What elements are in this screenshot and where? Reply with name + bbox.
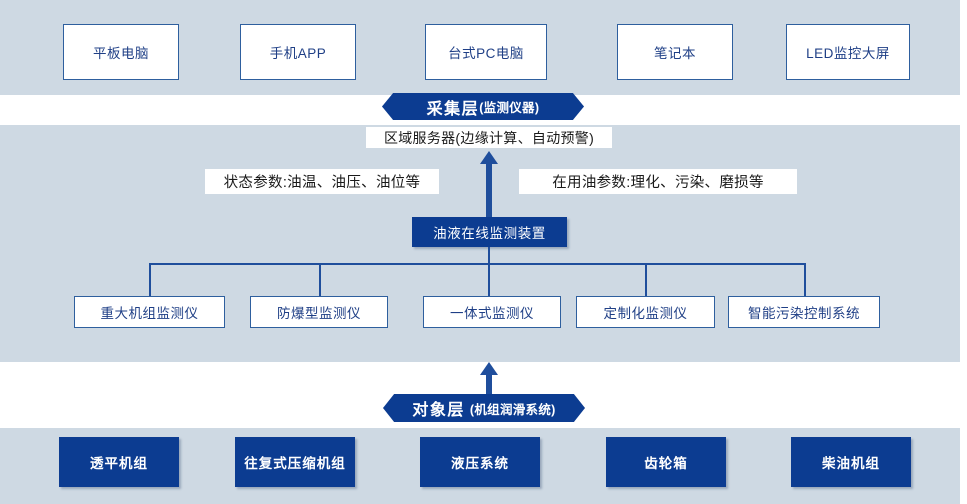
object-box-gearbox-label: 齿轮箱 xyxy=(644,456,688,471)
regional-server-text: 区域服务器(边缘计算、自动预警) xyxy=(383,129,595,146)
app-box-tablet[interactable]: 平板电脑 xyxy=(63,24,179,80)
app-box-tablet-label: 平板电脑 xyxy=(93,46,149,61)
instrument-box-smart-contamination-control-label: 智能污染控制系统 xyxy=(748,306,860,321)
collection-layer-banner-title: 采集层 xyxy=(426,100,480,118)
instrument-box-major-unit-monitor-label: 重大机组监测仪 xyxy=(100,306,199,321)
object-box-turbine-unit-label: 透平机组 xyxy=(90,456,148,471)
app-box-desktop-pc-label: 台式PC电脑 xyxy=(448,46,524,61)
object-layer-banner: 对象层 (机组润滑系统) xyxy=(383,394,585,422)
oil-parameters-text: 在用油参数:理化、污染、磨损等 xyxy=(552,175,764,191)
status-parameters-label: 状态参数:油温、油压、油位等 xyxy=(205,169,439,194)
app-box-mobile-app-label: 手机APP xyxy=(269,46,327,61)
object-layer-banner-subtitle: (机组润滑系统) xyxy=(469,402,556,417)
app-box-led-screen-label: LED监控大屏 xyxy=(806,46,890,61)
instrument-box-explosion-proof-monitor-label: 防爆型监测仪 xyxy=(277,306,361,321)
instrument-box-customized-monitor[interactable]: 定制化监测仪 xyxy=(576,296,715,328)
object-box-hydraulic-system-label: 液压系统 xyxy=(451,456,509,471)
status-parameters-text: 状态参数:油温、油压、油位等 xyxy=(223,175,421,191)
instrument-box-explosion-proof-monitor[interactable]: 防爆型监测仪 xyxy=(250,296,388,328)
object-box-diesel-unit[interactable]: 柴油机组 xyxy=(791,437,911,487)
object-box-turbine-unit[interactable]: 透平机组 xyxy=(59,437,179,487)
instrument-box-smart-contamination-control[interactable]: 智能污染控制系统 xyxy=(728,296,880,328)
app-box-notebook[interactable]: 笔记本 xyxy=(617,24,733,80)
device-to-server-arrow xyxy=(479,151,499,217)
object-layer-banner-title: 对象层 xyxy=(412,402,465,419)
app-box-mobile-app[interactable]: 手机APP xyxy=(240,24,356,80)
oil-monitoring-device-box[interactable]: 油液在线监测装置 xyxy=(412,217,567,247)
instrument-box-integrated-monitor-label: 一体式监测仪 xyxy=(450,306,534,321)
tree-branch-4 xyxy=(645,263,647,296)
object-box-gearbox[interactable]: 齿轮箱 xyxy=(606,437,726,487)
tree-trunk-line xyxy=(488,247,490,264)
object-to-collection-arrow xyxy=(479,362,499,396)
tree-horizontal-bar xyxy=(149,263,805,265)
instrument-box-customized-monitor-label: 定制化监测仪 xyxy=(603,306,688,321)
oil-parameters-label: 在用油参数:理化、污染、磨损等 xyxy=(519,169,797,194)
oil-monitoring-device-label: 油液在线监测装置 xyxy=(433,226,546,241)
instrument-box-integrated-monitor[interactable]: 一体式监测仪 xyxy=(423,296,561,328)
tree-branch-5 xyxy=(804,263,806,296)
tree-branch-3 xyxy=(488,263,490,296)
object-box-hydraulic-system[interactable]: 液压系统 xyxy=(420,437,540,487)
collection-layer-banner-subtitle: (监测仪器) xyxy=(479,101,540,115)
object-box-reciprocating-compressor-label: 往复式压缩机组 xyxy=(244,456,346,471)
object-box-reciprocating-compressor[interactable]: 往复式压缩机组 xyxy=(235,437,355,487)
tree-branch-1 xyxy=(149,263,151,296)
collection-layer-banner: 采集层 (监测仪器) xyxy=(382,93,584,120)
app-box-notebook-label: 笔记本 xyxy=(654,46,696,61)
tree-branch-2 xyxy=(319,263,321,296)
instrument-box-major-unit-monitor[interactable]: 重大机组监测仪 xyxy=(74,296,225,328)
app-box-led-screen[interactable]: LED监控大屏 xyxy=(786,24,910,80)
regional-server-label: 区域服务器(边缘计算、自动预警) xyxy=(366,127,612,148)
object-box-diesel-unit-label: 柴油机组 xyxy=(822,456,880,471)
app-box-desktop-pc[interactable]: 台式PC电脑 xyxy=(425,24,547,80)
